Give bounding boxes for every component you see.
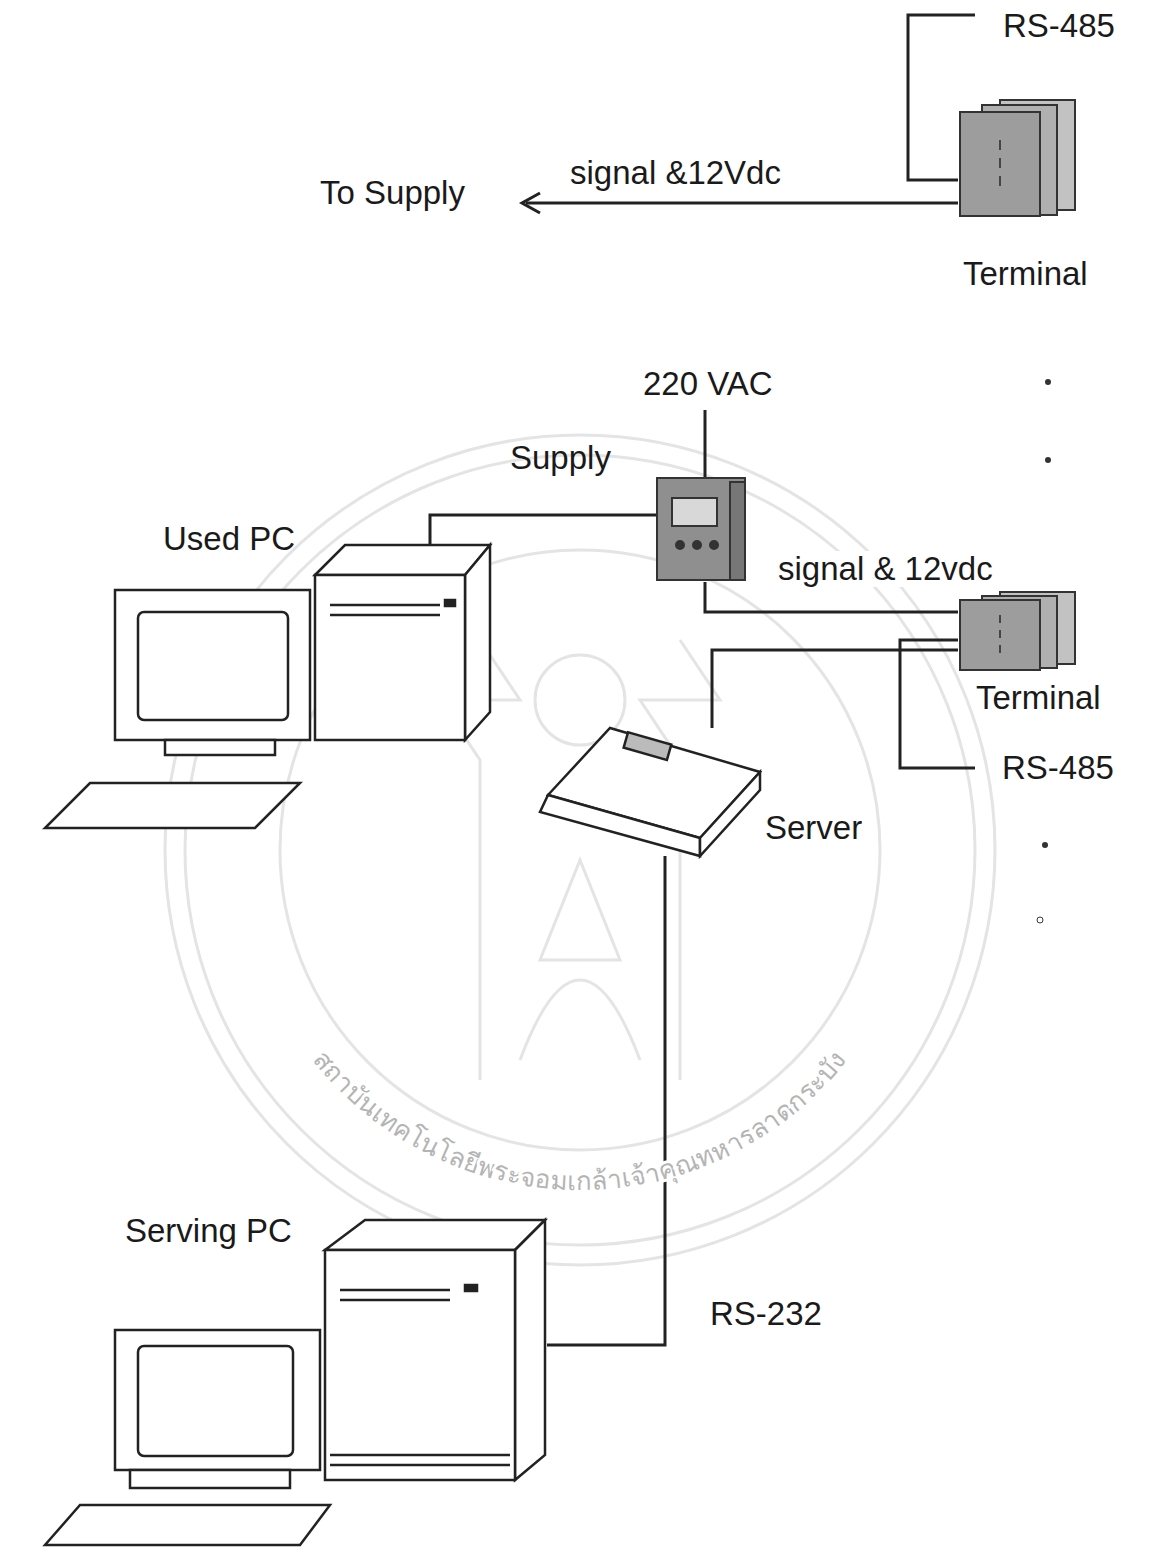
power-supply-part [676, 541, 684, 549]
wires-part [900, 640, 975, 768]
power-supply-part [693, 541, 701, 549]
watermark-text: สถาบันเทคโนโลยีพระจอมเกล้าเจ้าคุณทหารลาด… [308, 1044, 853, 1196]
serving-pc-part [330, 1290, 510, 1465]
continuation-dots-part [1037, 917, 1043, 923]
device-label: Server [765, 810, 862, 846]
used-pc-part [315, 545, 490, 575]
used-pc-part [315, 575, 465, 740]
device-node: Terminal [958, 592, 1076, 672]
serving-pc-part [465, 1285, 477, 1291]
serving-pc-part [515, 1220, 545, 1480]
seal-drawing-part [535, 655, 625, 745]
seal-drawing-part [280, 550, 880, 1150]
device-node: Supply [657, 478, 747, 582]
power-supply [657, 478, 745, 580]
device-label: Serving PC [125, 1213, 292, 1249]
wires-part [908, 15, 975, 180]
seal-drawing [165, 435, 995, 1265]
device-node: Serving PC [40, 1220, 547, 1550]
terminal-top-part [982, 105, 1057, 215]
terminal-top-part [960, 112, 1040, 216]
power-supply-part [672, 498, 717, 526]
terminal-top [960, 100, 1075, 216]
wires-part [526, 202, 958, 205]
serving-pc-part [138, 1346, 293, 1456]
seal-drawing-part [540, 860, 620, 960]
wires [522, 15, 975, 768]
signal-label: RS-485 [1003, 8, 1115, 44]
serving-pc-part [130, 1470, 290, 1488]
device-node: Terminal [958, 100, 1076, 218]
used-pc-part [330, 605, 440, 615]
continuation-dots [1037, 379, 1051, 923]
device-label: Terminal [976, 680, 1101, 716]
serving-pc [45, 1220, 545, 1545]
terminal-middle-part [1000, 592, 1075, 664]
seal-drawing-part [440, 640, 520, 1080]
used-pc-part [165, 740, 275, 755]
device-node: Server [540, 728, 762, 856]
serving-pc-part [325, 1220, 545, 1250]
edge-label: RS-232 [708, 1296, 824, 1332]
signal-label: 220 VAC [643, 366, 773, 402]
terminal-middle-part [960, 600, 1040, 670]
terminal-top-part [1000, 100, 1075, 210]
device-label: Used PC [163, 521, 295, 557]
signal-label: signal &12Vdc [570, 155, 781, 191]
server-unit-part [540, 795, 700, 856]
terminal-middle-part [982, 596, 1057, 668]
server-unit [540, 728, 760, 856]
terminal-middle [960, 592, 1075, 670]
continuation-dots-part [1042, 842, 1048, 848]
edge-label: signal & 12vdc [776, 551, 995, 587]
power-supply-part [710, 541, 718, 549]
power-supply-part [730, 482, 745, 580]
continuation-dots-part [1045, 457, 1051, 463]
used-pc-part [445, 600, 455, 606]
wires-part [522, 193, 540, 213]
device-node: Used PC [45, 545, 492, 833]
wires-part [704, 410, 707, 478]
used-pc [45, 545, 490, 828]
signal-label: To Supply [320, 175, 465, 211]
seal-drawing-part [165, 435, 995, 1265]
device-label: Supply [510, 440, 611, 476]
seal-drawing-part [640, 640, 720, 1080]
used-pc-part [45, 783, 300, 828]
serving-pc-part [115, 1330, 320, 1470]
cable-connector [712, 650, 958, 728]
terminal-top-part [999, 140, 1001, 186]
continuation-dots-part [1045, 379, 1051, 385]
watermark-text-path: สถาบันเทคโนโลยีพระจอมเกล้าเจ้าคุณทหารลาด… [308, 1044, 853, 1196]
power-supply-part [657, 478, 745, 580]
serving-pc-part [325, 1250, 515, 1480]
used-pc-part [138, 612, 288, 720]
terminal-middle-part [999, 615, 1001, 653]
cable-connector [430, 515, 657, 545]
seal-drawing-part [520, 980, 640, 1060]
server-unit-part [700, 772, 760, 856]
device-label: Terminal [963, 256, 1088, 292]
signal-label: RS-485 [1002, 750, 1114, 786]
server-unit-part [624, 732, 672, 760]
serving-pc-part [45, 1505, 330, 1545]
server-unit-part [548, 728, 760, 838]
edge-group [430, 515, 958, 1345]
cable-connector [547, 856, 665, 1345]
used-pc-part [465, 545, 490, 740]
used-pc-part [115, 590, 310, 740]
